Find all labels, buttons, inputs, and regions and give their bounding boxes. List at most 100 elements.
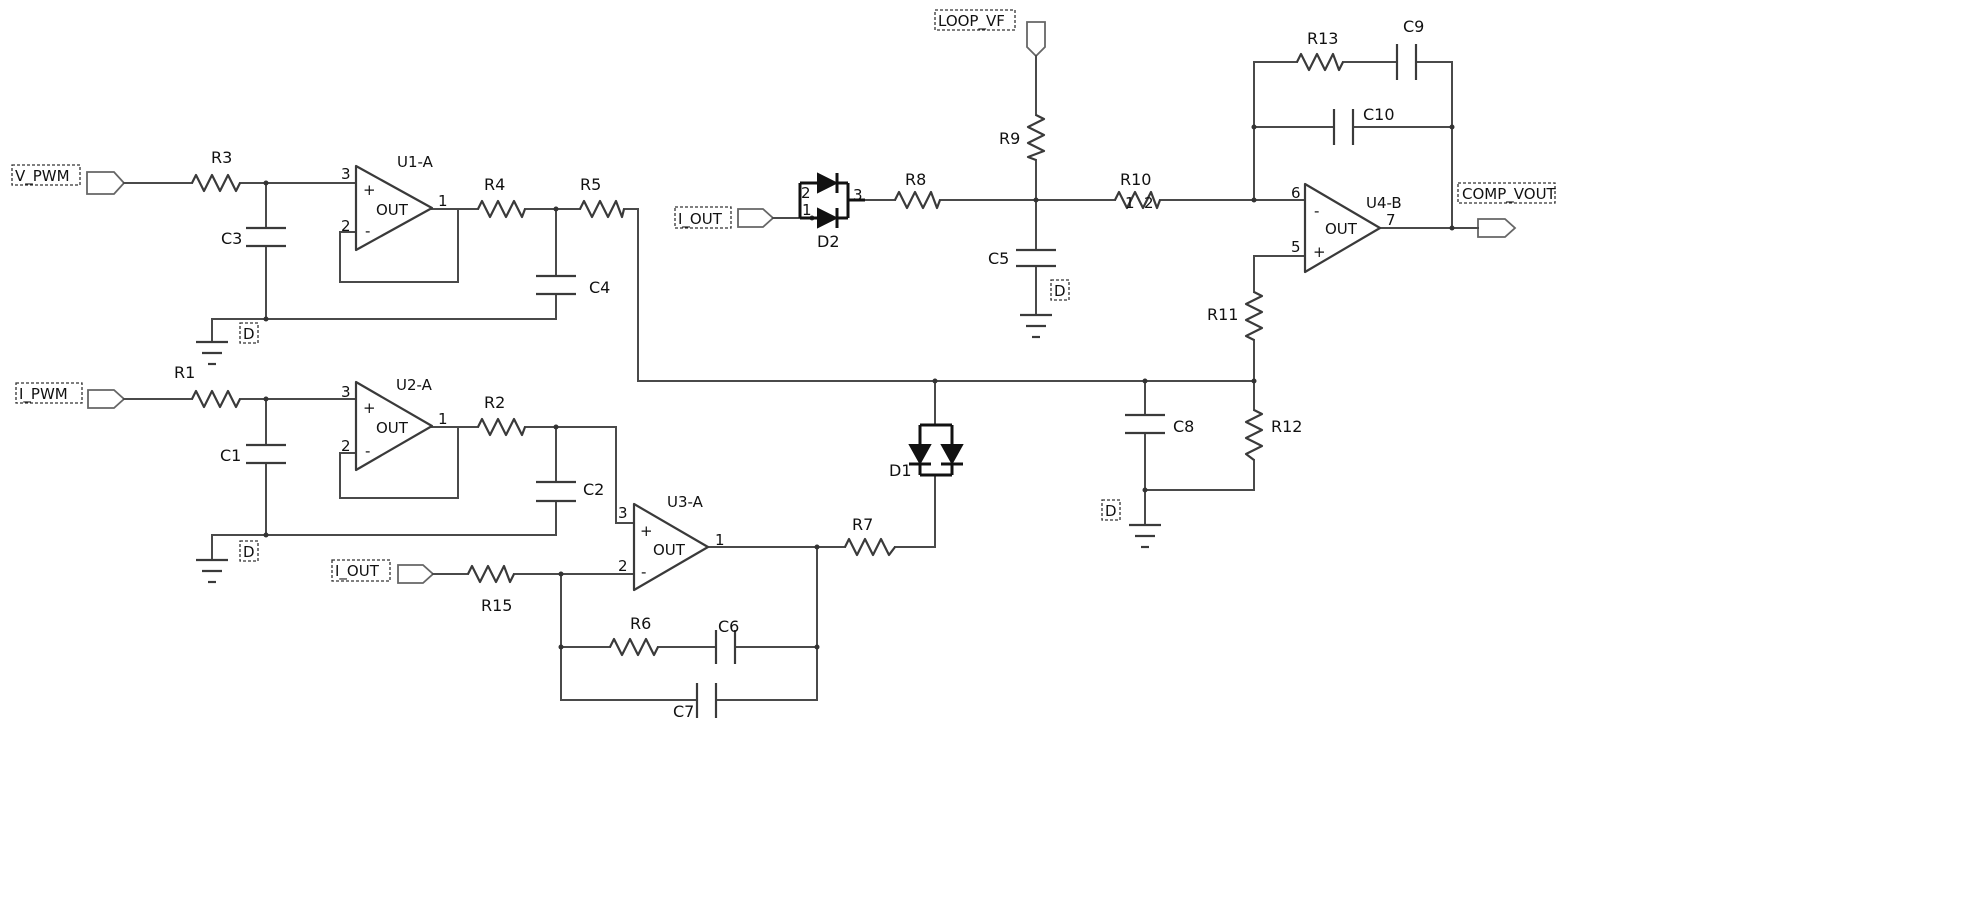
resistor-r13 [1296, 52, 1344, 72]
resistor-r8 [894, 190, 942, 210]
opamp-u4: U4-B OUT - + 6 5 7 [1291, 182, 1402, 274]
capacitor-c3-label: C3 [221, 229, 242, 248]
port-v-pwm: V_PWM [11, 164, 126, 195]
capacitor-c6-label: C6 [718, 617, 739, 636]
ground-label-4: D [1105, 502, 1117, 520]
opamp-u4-out: OUT [1325, 220, 1358, 238]
opamp-u1-out: OUT [376, 201, 409, 219]
port-comp-vout: COMP_VOUT [1457, 182, 1557, 238]
opamp-u3-pin-plus: 3 [618, 504, 628, 522]
opamp-u2-pin-plus: 3 [341, 383, 351, 401]
junction-dots [263, 124, 1455, 650]
port-i-pwm-label: I_PWM [19, 385, 68, 404]
opamp-u4-pin-plus: 5 [1291, 238, 1301, 256]
port-v-pwm-label: V_PWM [15, 167, 70, 186]
resistor-r9-label: R9 [999, 129, 1020, 148]
capacitor-c4 [536, 274, 576, 296]
diode-d2-pin-a: 2 [801, 184, 811, 202]
resistor-r7 [844, 537, 896, 557]
capacitor-c6 [714, 630, 737, 664]
capacitor-c9-label: C9 [1403, 17, 1424, 36]
ground-label-3: D [1054, 282, 1066, 300]
opamp-u3-minus: - [641, 563, 646, 581]
resistor-r4 [477, 199, 527, 219]
resistor-r11 [1244, 291, 1264, 341]
resistor-r12 [1244, 409, 1264, 461]
port-loop-vf-label: LOOP_VF [938, 12, 1005, 31]
resistor-r10-label: R10 [1120, 170, 1151, 189]
ground-label-1: D [243, 325, 255, 343]
capacitor-c10 [1332, 109, 1355, 145]
diode-d1-label: D1 [889, 461, 912, 480]
opamp-u3-name: U3-A [667, 493, 704, 511]
port-i-out-bottom-label: I_OUT [335, 562, 380, 581]
diode-d1: D1 [889, 423, 964, 480]
opamp-u4-pin-minus: 6 [1291, 184, 1301, 202]
port-loop-vf: LOOP_VF [934, 9, 1046, 58]
resistor-r2 [477, 417, 527, 437]
port-i-out-bottom: I_OUT [331, 559, 435, 584]
resistor-r9 [1026, 114, 1046, 162]
opamp-u2-pin-out: 1 [438, 410, 448, 428]
ground-symbol-4: D [1101, 499, 1161, 549]
diode-d2: D2 2 1 3 [798, 172, 865, 251]
opamp-u3-pin-minus: 2 [618, 557, 628, 575]
opamp-u1-pin-plus: 3 [341, 165, 351, 183]
ground-label-2: D [243, 543, 255, 561]
capacitor-c8-label: C8 [1173, 417, 1194, 436]
resistor-r12-label: R12 [1271, 417, 1302, 436]
resistor-r15 [467, 564, 515, 584]
opamp-u2-name: U2-A [396, 376, 433, 394]
opamp-u3: U3-A OUT + - 3 2 1 [618, 493, 725, 592]
resistor-r8-label: R8 [905, 170, 926, 189]
capacitor-c8 [1125, 413, 1165, 435]
opamp-u2: U2-A OUT + - 3 2 1 [341, 376, 448, 472]
port-comp-vout-label: COMP_VOUT [1462, 185, 1557, 204]
capacitor-c7-label: C7 [673, 702, 694, 721]
opamp-u4-plus: + [1313, 243, 1326, 261]
opamp-u2-minus: - [365, 442, 370, 460]
capacitor-c1-label: C1 [220, 446, 241, 465]
resistor-r1 [191, 389, 241, 409]
opamp-u3-out: OUT [653, 541, 686, 559]
opamp-u1-minus: - [365, 222, 370, 240]
resistor-r6 [609, 637, 659, 657]
port-i-out-top-label: I_OUT [678, 210, 723, 229]
capacitor-c1 [246, 443, 286, 465]
resistor-r5 [579, 199, 626, 219]
capacitor-c4-label: C4 [589, 278, 610, 297]
resistor-r6-label: R6 [630, 614, 651, 633]
capacitor-c5-label: C5 [988, 249, 1009, 268]
capacitor-c5 [1016, 248, 1056, 268]
opamp-u4-minus: - [1314, 202, 1319, 220]
resistor-r2-label: R2 [484, 393, 505, 412]
opamp-u2-out: OUT [376, 419, 409, 437]
capacitor-c2 [536, 480, 576, 503]
opamp-u1-plus: + [363, 181, 376, 199]
resistor-r4-label: R4 [484, 175, 505, 194]
resistor-r13-label: R13 [1307, 29, 1338, 48]
opamp-u1-pin-out: 1 [438, 192, 448, 210]
diode-d2-pin-k: 3 [853, 186, 863, 204]
capacitor-c9 [1395, 44, 1418, 80]
opamp-u2-plus: + [363, 399, 376, 417]
opamp-u4-name: U4-B [1366, 194, 1402, 212]
capacitor-c3 [246, 226, 286, 248]
opamp-u1-name: U1-A [397, 153, 434, 171]
opamp-u4-pin-out: 7 [1386, 211, 1396, 229]
capacitors: C3 C4 C1 C2 C6 C7 C5 [220, 17, 1424, 721]
resistor-r3 [191, 173, 241, 193]
resistor-r15-label: R15 [481, 596, 512, 615]
resistor-r3-label: R3 [211, 148, 232, 167]
ground-symbol-1: D [196, 322, 259, 366]
wires [123, 55, 1479, 701]
ground-symbol-2: D [196, 540, 259, 584]
opamp-u2-pin-minus: 2 [341, 437, 351, 455]
ground-symbol-3: D [1020, 279, 1070, 339]
opamp-u3-plus: + [640, 522, 653, 540]
diode-d2-label: D2 [817, 232, 840, 251]
opamp-u1: U1-A OUT + - 3 2 1 [341, 153, 448, 252]
resistors: R3 R4 R5 R1 R2 R15 R6 R7 R8 R9 R10 1 2 R… [174, 29, 1344, 657]
capacitor-c10-label: C10 [1363, 105, 1395, 124]
